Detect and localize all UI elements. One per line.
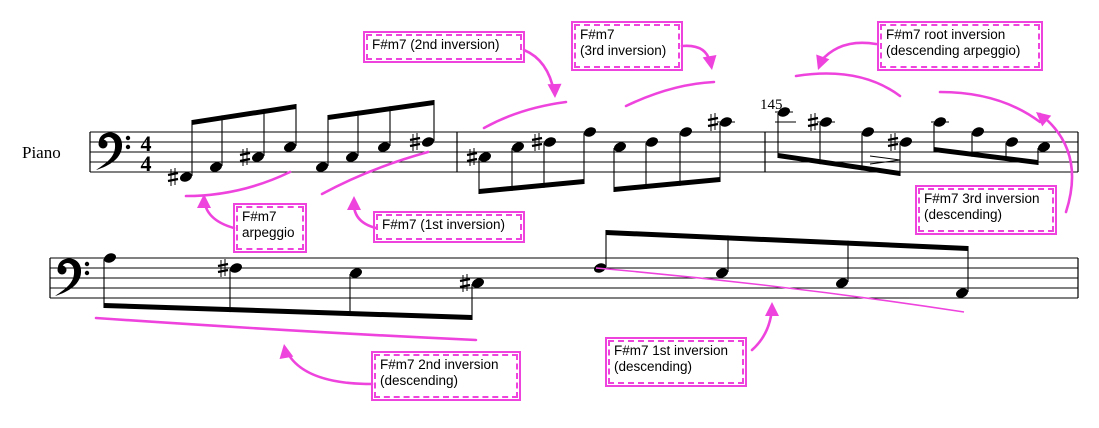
sharp-accidental: [887, 133, 899, 151]
annotation-marks: [94, 41, 1074, 386]
notehead: [584, 127, 596, 137]
notehead: [836, 278, 848, 288]
notehead: [472, 278, 484, 288]
notehead: [972, 127, 984, 137]
note-beam: [606, 230, 968, 251]
arrow-head: [279, 344, 294, 360]
notehead: [646, 137, 658, 147]
bass-clef-dot: [125, 144, 131, 150]
bass-clef: [55, 258, 82, 296]
sharp-accidental: [239, 148, 251, 166]
notehead: [284, 142, 296, 152]
bass-clef-dot: [84, 261, 90, 267]
notehead: [778, 107, 790, 117]
sharp-accidental: [459, 274, 471, 292]
annotation-first-inversion-descending: F#m7 1st inversion (descending): [605, 337, 747, 387]
notehead: [862, 127, 874, 137]
bass-clef-dot: [57, 265, 67, 275]
notehead: [1038, 142, 1050, 152]
notehead: [479, 152, 491, 162]
annotation-first-inversion: F#m7 (1st inversion): [373, 211, 525, 243]
notehead: [316, 162, 328, 172]
arrow-head: [816, 54, 830, 70]
notehead: [210, 162, 222, 172]
notehead: [956, 288, 968, 298]
staff-system-2: [49, 230, 1079, 320]
note-beam: [479, 179, 584, 194]
arrow-head: [197, 194, 211, 208]
time-signature-numerator: 4: [141, 131, 152, 156]
note-beam: [104, 303, 472, 320]
note-beam: [328, 100, 434, 120]
arrow-second-inversion-desc: [284, 348, 374, 386]
sharp-accidental: [167, 168, 179, 186]
annotation-third-inversion: F#m7 (3rd inversion): [571, 21, 683, 71]
hairpin: [869, 155, 901, 165]
first-inversion-underline: [320, 150, 430, 196]
notehead: [720, 117, 732, 127]
notehead: [346, 152, 358, 162]
note-beam: [934, 147, 1038, 165]
notehead: [1006, 137, 1018, 147]
staff-system-1: 44: [89, 100, 1079, 194]
sharp-accidental: [807, 113, 819, 131]
note-beam: [192, 104, 296, 125]
notehead: [104, 253, 116, 263]
sharp-accidental: [531, 133, 543, 151]
bass-clef-dot: [98, 139, 108, 149]
notehead: [422, 137, 434, 147]
arpeggio-underline: [184, 170, 292, 198]
annotation-second-inversion-descending: F#m7 2nd inversion (descending): [371, 351, 521, 401]
notehead: [230, 263, 242, 273]
annotation-second-inversion: F#m7 (2nd inversion): [363, 31, 525, 63]
third-inversion-underline: [624, 80, 716, 108]
arrow-head: [702, 54, 717, 70]
arrow-third-inversion-desc: [1038, 112, 1074, 214]
notehead: [378, 142, 390, 152]
arrow-head: [765, 302, 779, 316]
notehead: [350, 268, 362, 278]
notehead: [820, 117, 832, 127]
notehead: [252, 152, 264, 162]
notehead: [680, 127, 692, 137]
notehead: [934, 117, 946, 127]
notehead: [614, 142, 626, 152]
annotation-root-inversion-descending: F#m7 root inversion (descending arpeggio…: [877, 21, 1043, 71]
annotation-third-inversion-descending: F#m7 3rd inversion (descending): [915, 185, 1057, 235]
note-beam: [778, 153, 900, 176]
arrow-arpeggio: [202, 196, 236, 230]
instrument-name: Piano: [22, 143, 61, 162]
sharp-accidental: [466, 148, 478, 166]
notehead: [544, 137, 556, 147]
second-inversion-underline: [482, 100, 568, 130]
note-beam: [614, 177, 720, 192]
root-inversion-underline: [794, 72, 902, 98]
arrow-head: [347, 196, 361, 210]
second-inversion-desc-underline: [94, 316, 478, 342]
arrow-head: [547, 83, 562, 98]
notehead: [716, 268, 728, 278]
notehead: [900, 137, 912, 147]
notehead: [180, 172, 192, 182]
bass-clef: [96, 132, 123, 170]
sharp-accidental: [409, 133, 421, 151]
third-inversion-desc-underline: [938, 90, 1042, 124]
annotation-arpeggio: F#m7 arpeggio: [233, 203, 307, 253]
time-signature-denominator: 4: [141, 151, 152, 176]
bass-clef-dot: [125, 135, 131, 141]
sharp-accidental: [217, 259, 229, 277]
measure-number: 145: [760, 97, 783, 113]
sharp-accidental: [707, 113, 719, 131]
bass-clef-dot: [84, 270, 90, 276]
notehead: [512, 142, 524, 152]
first-inversion-desc-line: [595, 267, 965, 313]
arrow-head: [1036, 112, 1052, 127]
